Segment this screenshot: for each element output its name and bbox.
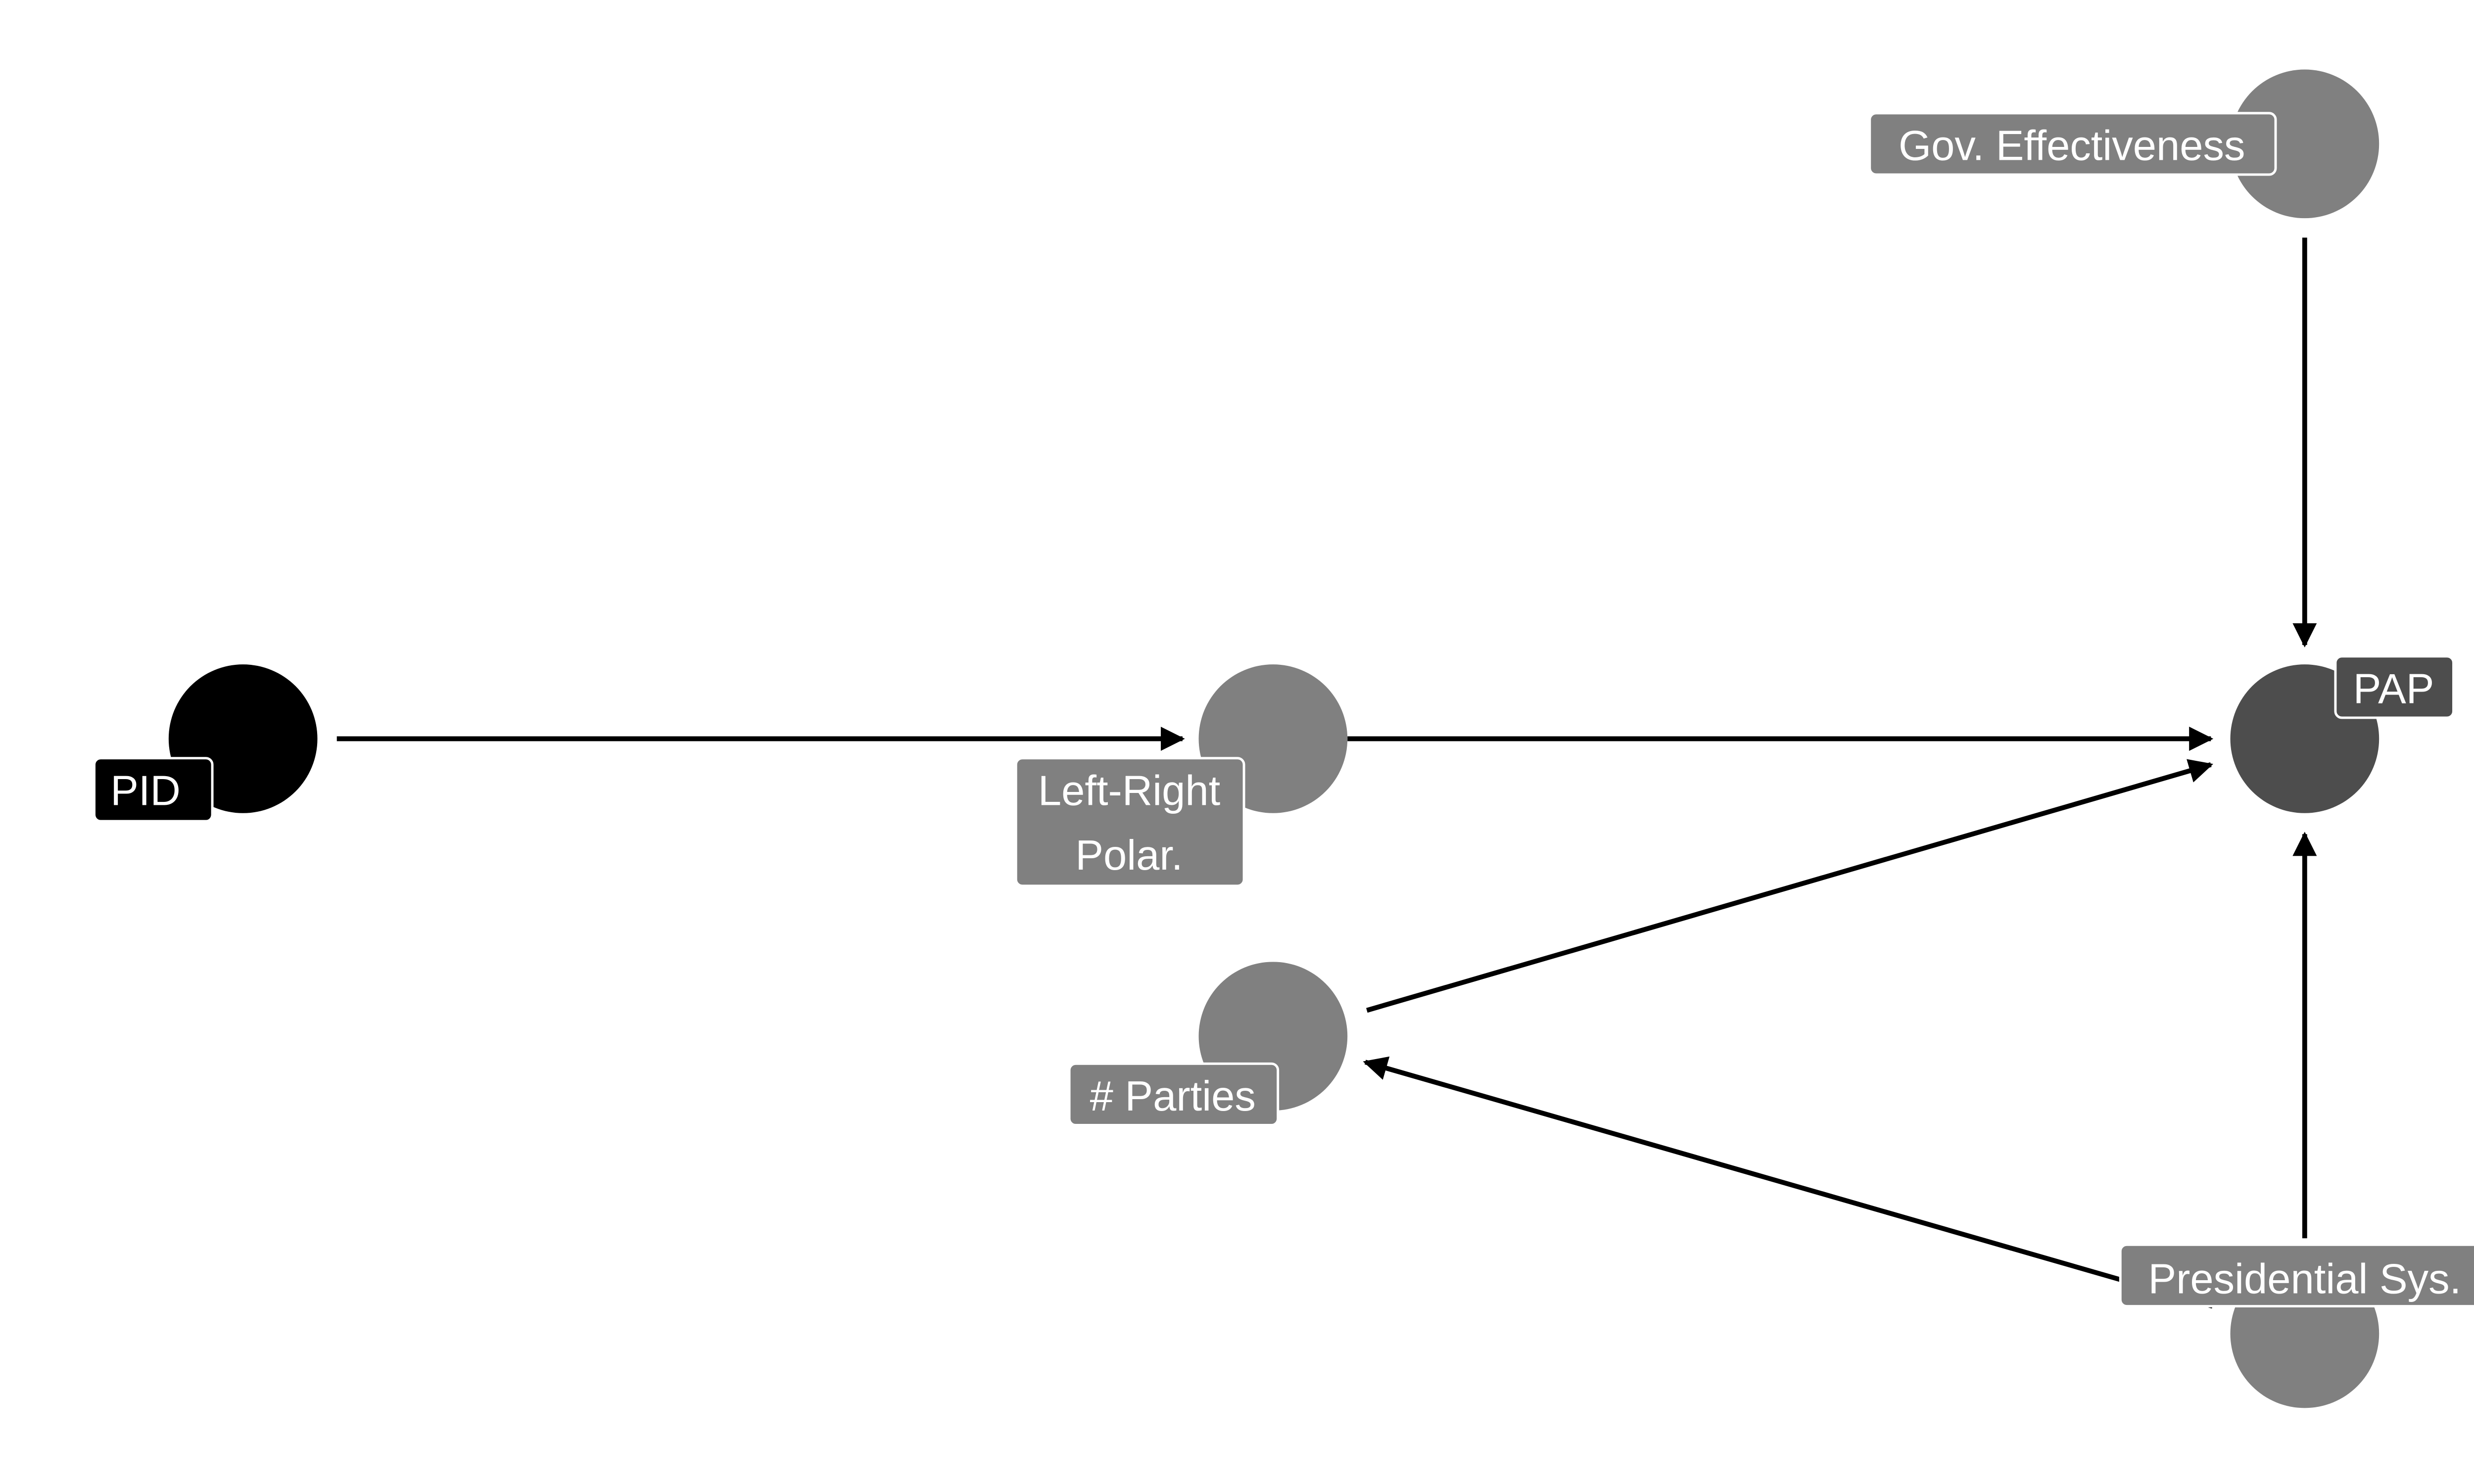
edge-pres-parties bbox=[1363, 1056, 2213, 1309]
label-gov: Gov. Effectiveness bbox=[1868, 112, 2277, 176]
label-pres: Presidential Sys. bbox=[2119, 1243, 2474, 1307]
svg-text:PAP: PAP bbox=[2353, 666, 2434, 713]
label-parties: # Parties bbox=[1068, 1062, 1280, 1126]
label-polar: Left-Right Polar. bbox=[1014, 757, 1245, 887]
node-gov bbox=[2230, 69, 2379, 219]
svg-text:PID: PID bbox=[110, 767, 181, 814]
svg-text:Polar.: Polar. bbox=[1075, 832, 1183, 879]
label-pap: PAP bbox=[2334, 655, 2455, 719]
svg-text:# Parties: # Parties bbox=[1090, 1073, 1256, 1120]
edge-parties-pap bbox=[1366, 759, 2214, 1013]
svg-text:Left-Right: Left-Right bbox=[1038, 767, 1220, 814]
label-pid: PID bbox=[93, 757, 214, 823]
svg-text:Presidential Sys.: Presidential Sys. bbox=[2148, 1255, 2461, 1302]
svg-text:Gov. Effectiveness: Gov. Effectiveness bbox=[1899, 123, 2245, 170]
